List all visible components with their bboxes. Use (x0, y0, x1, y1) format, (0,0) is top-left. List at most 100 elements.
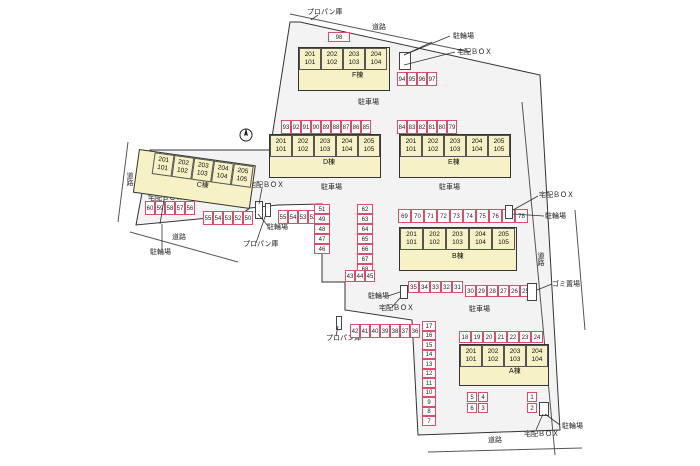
parking-space-48: 48 (314, 224, 330, 234)
parking-space-22: 22 (507, 331, 519, 343)
unit-number-upper: 201 (405, 138, 417, 145)
parking-space-72: 72 (437, 209, 450, 223)
parking-space-47: 47 (314, 234, 330, 244)
unit-number-lower: 101 (406, 239, 417, 246)
unit-number-upper: 202 (429, 231, 440, 238)
parking-space-28: 28 (487, 285, 498, 297)
bike-rack-topright (399, 52, 411, 70)
parking-space-86: 86 (351, 120, 361, 134)
parking-space-90: 90 (311, 120, 321, 134)
unit-number-upper: 202 (427, 138, 439, 145)
parking-space-38: 38 (390, 324, 400, 338)
parking-space-62: 62 (357, 204, 373, 214)
parking-space-59: 59 (155, 201, 165, 215)
parking-space-78: 78 (515, 209, 528, 223)
unit-number-lower: 104 (216, 172, 228, 181)
unit-number-upper: 203 (348, 51, 360, 58)
road-edge-3 (574, 209, 586, 331)
parking-label-3: 駐車場 (439, 184, 460, 191)
parking-space-71: 71 (424, 209, 437, 223)
unit-number-lower: 102 (297, 146, 309, 153)
parking-space-5: 5 (467, 392, 477, 402)
unit-number-lower: 102 (487, 356, 499, 363)
unit-number-upper: 201 (406, 231, 417, 238)
unit-number-lower: 103 (196, 169, 209, 178)
parking-space-56: 56 (185, 201, 195, 215)
bike-rack-left (255, 201, 263, 219)
road-label-left: 道路 (126, 172, 133, 186)
parking-space-50: 50 (243, 211, 253, 225)
bike-parking-label-topright: 駐輪場 (453, 33, 474, 40)
parking-space-26: 26 (509, 285, 520, 297)
parking-space-35: 35 (408, 281, 419, 293)
building-e-name: E棟 (448, 159, 460, 166)
parking-space-39: 39 (380, 324, 390, 338)
building-d-name: D棟 (323, 159, 336, 166)
road-edge-6 (117, 141, 129, 223)
unit-number-upper: 203 (509, 348, 521, 355)
parking-space-95: 95 (407, 72, 417, 86)
parking-space-6: 6 (467, 403, 477, 413)
parking-space-70: 70 (411, 209, 424, 223)
parking-space-91: 91 (301, 120, 311, 134)
road-label-lower-left: 道路 (172, 234, 186, 241)
unit-number-upper: 204 (341, 138, 353, 145)
parking-space-97: 97 (427, 72, 437, 86)
unit-number-upper: 202 (297, 138, 309, 145)
parking-space-37: 37 (400, 324, 410, 338)
unit-number-lower: 102 (176, 166, 189, 175)
parking-space-79: 79 (447, 120, 457, 134)
north-arrow-icon (238, 127, 254, 143)
parking-space-15: 15 (422, 340, 436, 350)
parking-space-44: 44 (355, 270, 365, 282)
propane-label-top: プロパン庫 (307, 9, 343, 16)
parking-space-57: 57 (175, 201, 185, 215)
unit-number-lower: 101 (156, 163, 169, 173)
road-edge-2 (521, 101, 556, 456)
unit-number-upper: 203 (449, 138, 461, 145)
parking-space-54: 54 (213, 211, 223, 225)
parking-space-96: 96 (417, 72, 427, 86)
parking-space-75: 75 (476, 209, 489, 223)
unit-number-lower: 104 (341, 146, 353, 153)
parking-space-23: 23 (519, 331, 531, 343)
parking-space-4: 4 (478, 392, 488, 402)
parking-space-29: 29 (476, 285, 487, 297)
delivery-box-label-mid: 宅配ＢＯＸ (379, 305, 414, 312)
unit-number-lower: 104 (471, 146, 483, 153)
propane-label-left: プロパン庫 (243, 241, 279, 248)
building-b-name: B棟 (452, 253, 464, 260)
bike-parking-label-right: 駐輪場 (545, 213, 566, 220)
parking-space-19: 19 (471, 331, 483, 343)
unit-number-lower: 103 (452, 239, 463, 246)
parking-space-93: 93 (281, 120, 291, 134)
parking-space-17: 17 (422, 321, 436, 331)
parking-space-31: 31 (452, 281, 463, 293)
unit-number-lower: 102 (326, 59, 338, 66)
parking-space-40: 40 (370, 324, 380, 338)
unit-number-lower: 105 (363, 146, 375, 153)
parking-space-84: 84 (397, 120, 407, 134)
parking-space-73: 73 (450, 209, 463, 223)
bike-parking-label-mid: 駐輪場 (368, 293, 389, 300)
unit-number-lower: 105 (493, 146, 505, 153)
parking-space-52: 52 (233, 211, 243, 225)
parking-space-11: 11 (422, 378, 436, 388)
parking-space-83: 83 (407, 120, 417, 134)
parking-space-46: 46 (314, 244, 330, 254)
unit-number-upper: 201 (304, 51, 316, 58)
building-c-name: C棟 (196, 181, 210, 191)
delivery-box-label-c: 宅配ＢＯＸ (148, 195, 183, 202)
parking-space-98: 98 (328, 32, 350, 42)
bike-rack-mid (400, 285, 408, 299)
parking-space-66: 66 (357, 244, 373, 254)
parking-label-2: 駐車場 (321, 184, 342, 191)
